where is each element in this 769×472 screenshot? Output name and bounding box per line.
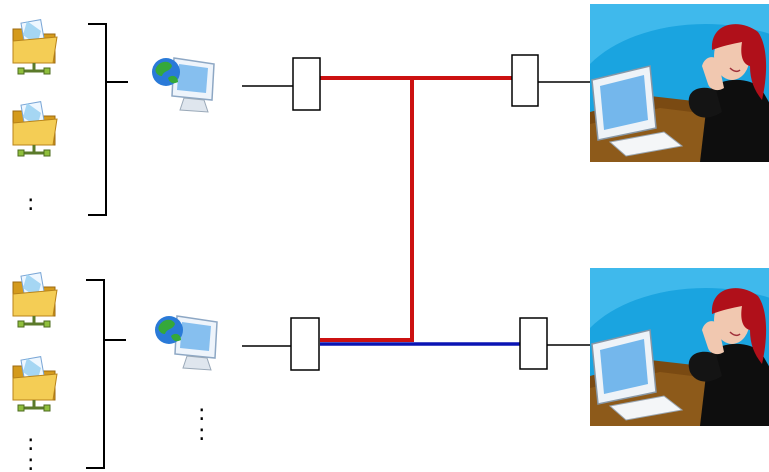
endpoint-box-right-bottom xyxy=(519,317,548,370)
group-bracket-top xyxy=(88,23,128,216)
ellipsis: : xyxy=(27,431,34,456)
endpoint-box-right-top xyxy=(511,54,539,107)
user-at-computer-clipart xyxy=(589,3,769,163)
shared-folder-icon xyxy=(11,18,59,76)
shared-folder-icon xyxy=(11,271,59,329)
network-computer-icon xyxy=(154,315,218,371)
red-link xyxy=(320,76,512,342)
endpoint-box-left-bottom xyxy=(290,317,320,371)
shared-folder-icon xyxy=(11,100,59,158)
network-computer-icon xyxy=(151,57,215,113)
shared-folder-icon xyxy=(11,355,59,413)
ellipsis: : xyxy=(198,401,205,426)
ellipsis: : xyxy=(27,451,34,472)
endpoint-box-left-top xyxy=(292,57,321,111)
ellipsis: : xyxy=(198,421,205,446)
ellipsis: : xyxy=(27,191,34,216)
user-at-computer-clipart xyxy=(589,267,769,427)
group-bracket-bottom xyxy=(86,279,126,469)
